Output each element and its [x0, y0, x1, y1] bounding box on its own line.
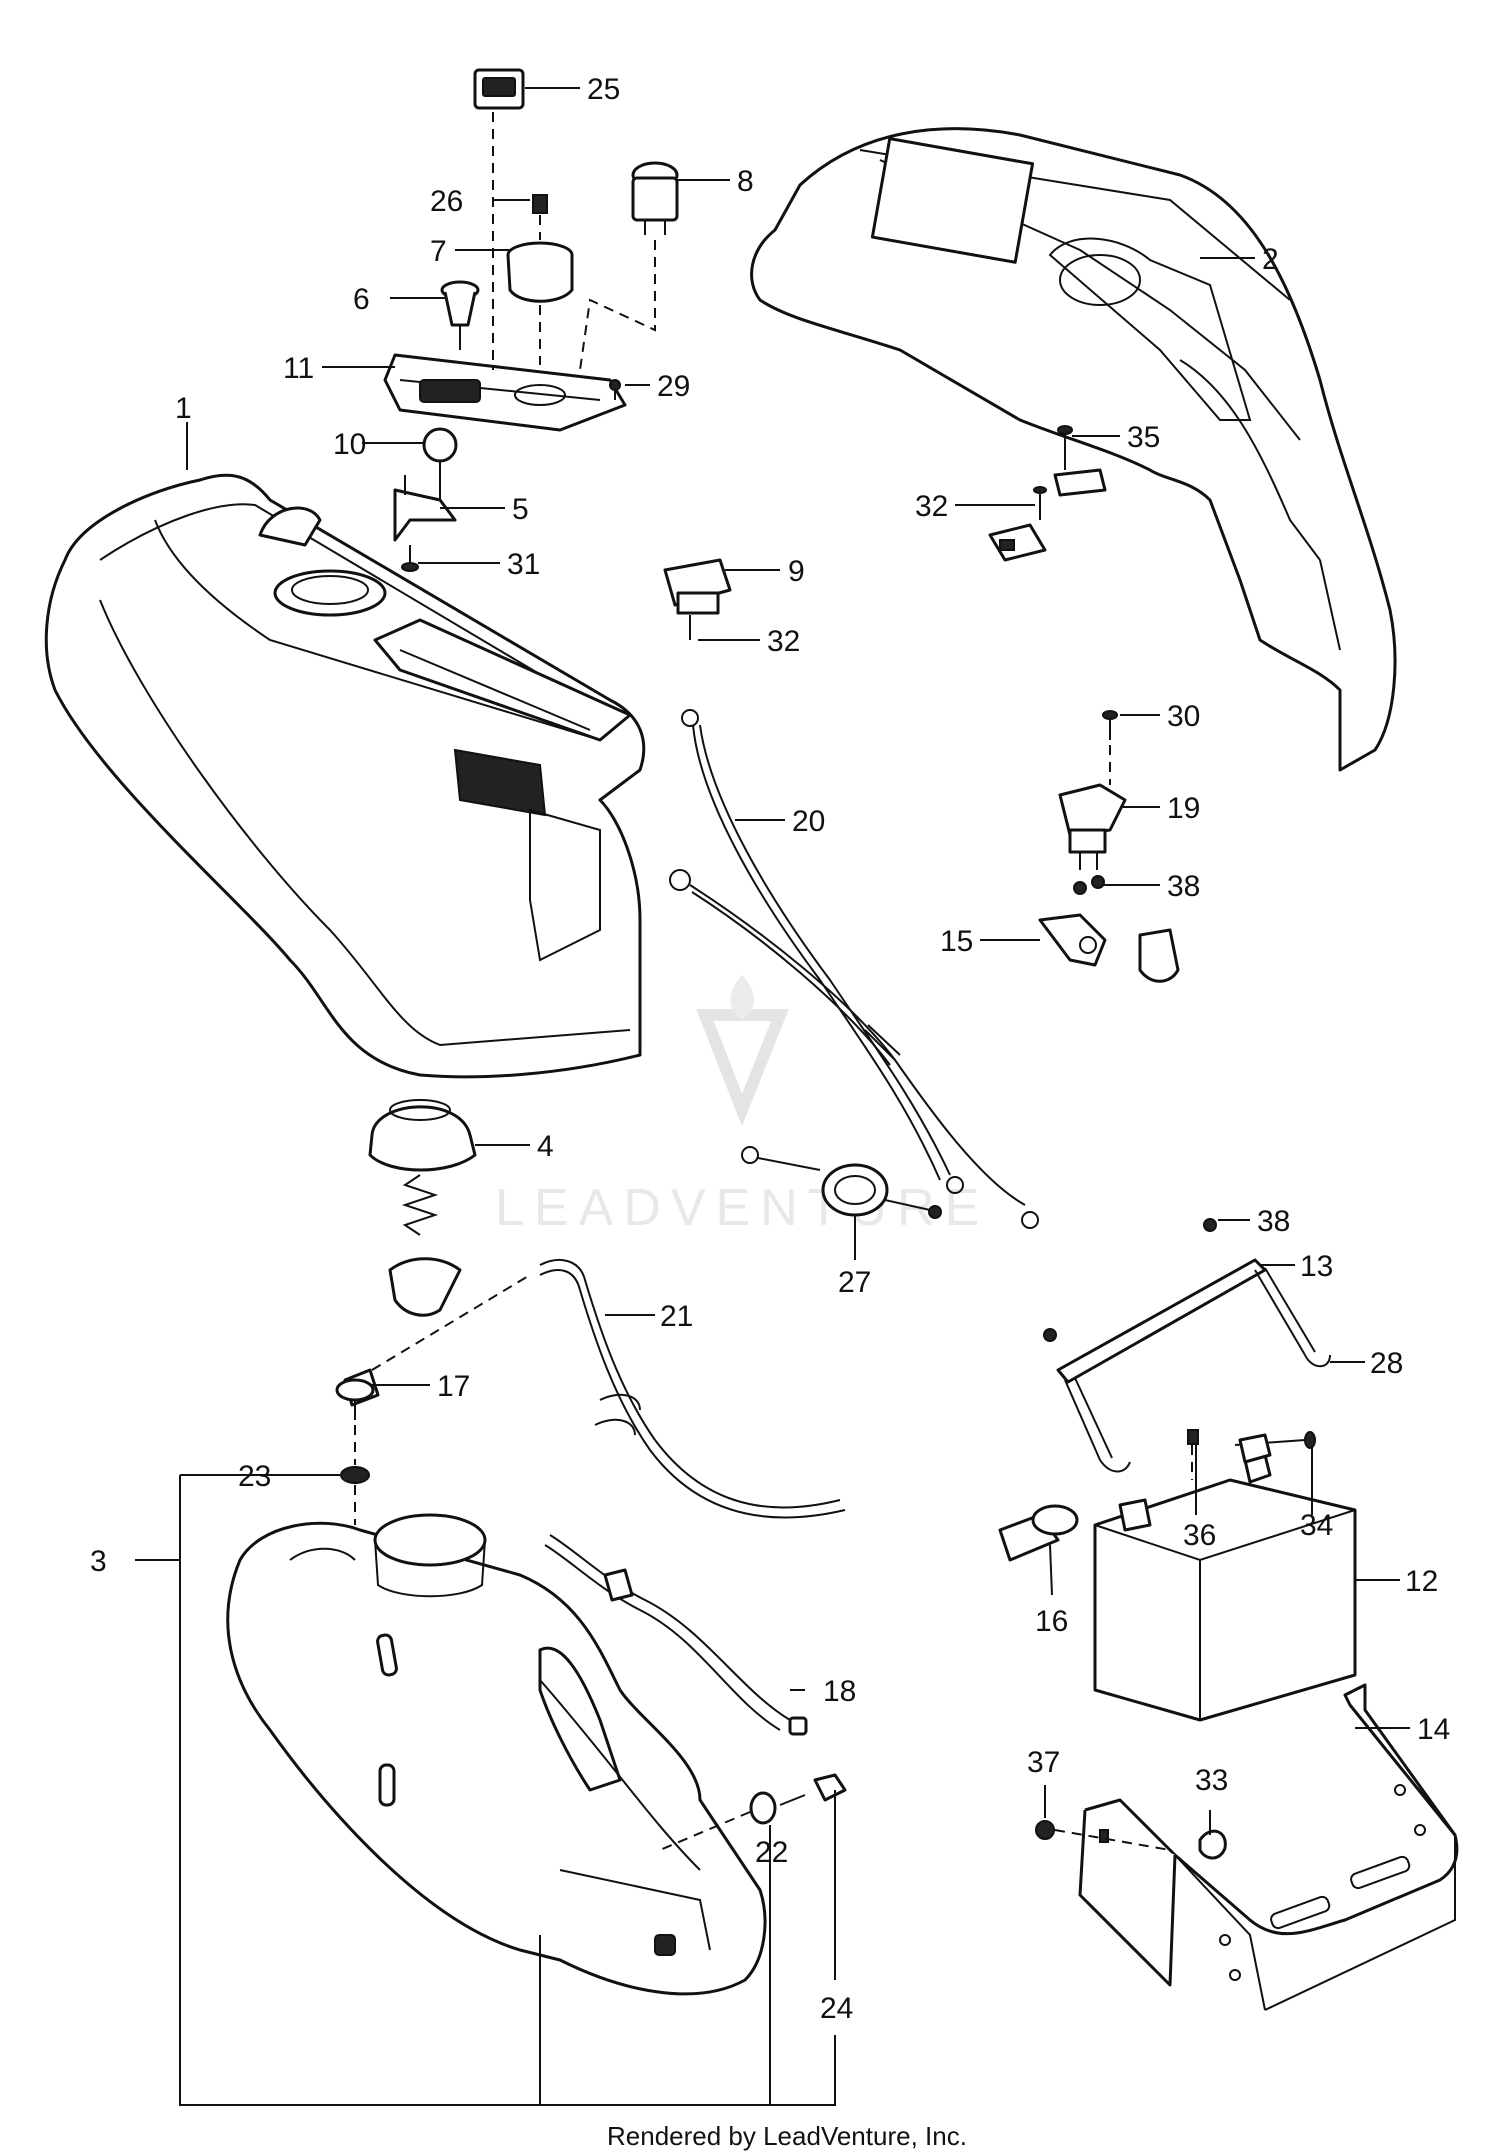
callout-23: 23 — [238, 1460, 271, 1493]
callout-19: 19 — [1167, 792, 1200, 825]
callout-35: 35 — [1127, 421, 1160, 454]
callout-14: 14 — [1417, 1713, 1450, 1746]
part-33-bumper — [1198, 1829, 1227, 1860]
callout-9: 9 — [788, 555, 805, 588]
callout-6: 6 — [353, 283, 370, 316]
part-14-battery-tray — [1078, 1683, 1459, 2011]
leader-lines — [135, 87, 1410, 2106]
part-17-valve — [335, 1274, 531, 1465]
part-23-grommet — [340, 1466, 370, 1525]
callout-28: 28 — [1370, 1347, 1403, 1380]
callout-37: 37 — [1027, 1746, 1060, 1779]
part-34-bolt — [1234, 1431, 1316, 1464]
callout-27: 27 — [838, 1266, 871, 1299]
part-5-bracket — [393, 475, 457, 542]
part-20-cable — [669, 709, 1039, 1229]
callout-4: 4 — [537, 1130, 554, 1163]
part-13-bracket — [1056, 1258, 1331, 1473]
callout-5: 5 — [512, 493, 529, 526]
callout-15: 15 — [940, 925, 973, 958]
part-15-connector — [1038, 913, 1180, 983]
part-7-ignition — [506, 241, 574, 365]
part-12-battery — [1093, 1453, 1357, 1722]
part-35-screw — [1053, 425, 1107, 497]
part-10-knob — [422, 427, 458, 500]
part-22-bushing — [659, 1791, 777, 1851]
part-31-bolt — [401, 545, 419, 572]
callout-10: 10 — [333, 428, 366, 461]
fuel-tank — [226, 1513, 767, 1996]
callout-31: 31 — [507, 548, 540, 581]
switch-panel — [383, 353, 627, 432]
part-37-nut — [1035, 1820, 1171, 1851]
watermark: LEADVENTURE — [495, 975, 989, 1237]
part-36-bolt — [1187, 1429, 1199, 1480]
part-4-fuel-cap — [368, 1099, 477, 1317]
callout-33: 33 — [1195, 1764, 1228, 1797]
callout-29: 29 — [657, 370, 690, 403]
callout-22: 22 — [755, 1836, 788, 1869]
callout-32b: 32 — [767, 625, 800, 658]
watermark-text: LEADVENTURE — [495, 1179, 989, 1237]
part-38-nut-b — [1043, 1218, 1217, 1342]
callout-17: 17 — [437, 1370, 470, 1403]
part-26-fuse — [532, 194, 548, 240]
callout-34: 34 — [1300, 1509, 1333, 1542]
part-8-switch — [579, 161, 679, 371]
part-19-switch — [1058, 783, 1127, 870]
callout-24: 24 — [820, 1992, 853, 2025]
callout-12: 12 — [1405, 1565, 1438, 1598]
part-18-hose — [544, 1534, 808, 1736]
footer-credit: Rendered by LeadVenture, Inc. — [607, 2121, 967, 2151]
callout-21: 21 — [660, 1300, 693, 1333]
part-24-fitting — [779, 1773, 847, 1806]
callout-11: 11 — [283, 352, 314, 385]
callout-20: 20 — [792, 805, 825, 838]
callout-16: 16 — [1035, 1605, 1068, 1638]
callout-18: 18 — [823, 1675, 856, 1708]
part-32-screw-a — [988, 486, 1047, 562]
callout-26: 26 — [430, 185, 463, 218]
callout-labels: 25 26 8 7 6 11 29 1 10 5 31 2 35 32 9 32… — [90, 73, 1450, 2025]
console-body — [44, 473, 646, 1079]
part-6-knob — [440, 280, 480, 350]
callout-13: 13 — [1300, 1250, 1333, 1283]
callout-36: 36 — [1183, 1519, 1216, 1552]
callout-25: 25 — [587, 73, 620, 106]
callout-30: 30 — [1167, 700, 1200, 733]
part-21-hose — [539, 1259, 846, 1519]
part-29-screw — [609, 379, 621, 400]
callout-32a: 32 — [915, 490, 948, 523]
callout-2: 2 — [1262, 243, 1279, 276]
callout-8: 8 — [737, 165, 754, 198]
part-30-screw — [1102, 710, 1118, 785]
part-25-switch — [473, 68, 525, 370]
callout-3: 3 — [90, 1545, 107, 1578]
callout-7: 7 — [430, 235, 447, 268]
part-16-terminal-boot — [998, 1504, 1079, 1562]
callout-1: 1 — [175, 392, 192, 425]
callout-38a: 38 — [1167, 870, 1200, 903]
part-27-coil — [741, 1146, 942, 1219]
callout-38b: 38 — [1257, 1205, 1290, 1238]
part-9-relay — [663, 558, 732, 640]
part-38-nut-a — [1073, 875, 1105, 895]
rear-fender — [750, 127, 1397, 772]
